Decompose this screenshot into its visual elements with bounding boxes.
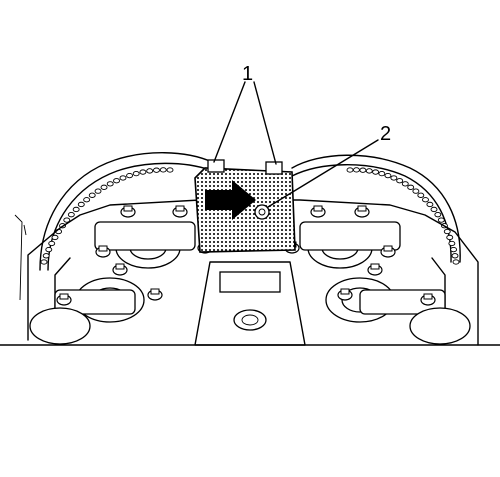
- callout-1: 1: [242, 63, 253, 85]
- center-plate: [194, 261, 306, 346]
- chain-link: [448, 240, 456, 247]
- bolt: [147, 288, 163, 301]
- chain-link: [417, 192, 425, 198]
- chain-link: [51, 234, 59, 241]
- chain-link: [83, 197, 91, 203]
- chain-link: [48, 240, 56, 247]
- chain-link: [45, 246, 53, 253]
- chain-link: [106, 181, 114, 187]
- chain-link: [94, 188, 102, 194]
- chain-link: [390, 175, 398, 181]
- bolt: [310, 205, 326, 218]
- bolt: [172, 205, 188, 218]
- chain-link: [132, 170, 140, 177]
- chain-link: [67, 212, 75, 218]
- chain-link: [126, 172, 134, 179]
- leader-lines: [213, 81, 379, 208]
- chain-link: [422, 197, 429, 203]
- chain-link: [412, 188, 420, 194]
- chain-link: [443, 228, 451, 235]
- bolt: [420, 293, 436, 306]
- chain-link: [166, 167, 174, 173]
- chain-link: [153, 167, 160, 173]
- bolt: [337, 288, 353, 301]
- chain-link: [139, 169, 147, 175]
- chain-link: [365, 168, 373, 174]
- bolt: [354, 205, 370, 218]
- bolt: [56, 293, 72, 306]
- guide-pin-right: [265, 161, 283, 175]
- bolt: [112, 263, 128, 276]
- chain-link: [77, 201, 85, 208]
- chain-link: [40, 259, 48, 265]
- locking-bolt: [254, 204, 270, 220]
- chain-link: [353, 167, 360, 173]
- bolt: [95, 245, 111, 258]
- callout-2: 2: [380, 123, 391, 145]
- chain-link: [100, 184, 108, 190]
- chain-link: [359, 167, 367, 173]
- chain-link: [396, 178, 404, 184]
- bolt: [120, 205, 136, 218]
- chain-link: [346, 167, 354, 173]
- guide-pin-left: [207, 159, 225, 173]
- chain-link: [378, 170, 386, 177]
- chain-link: [446, 234, 454, 241]
- chain-link: [401, 181, 409, 187]
- chain-link: [437, 217, 445, 223]
- chain-link: [451, 253, 459, 259]
- chain-link: [372, 169, 380, 175]
- chain-link: [426, 201, 434, 208]
- bolt: [367, 263, 383, 276]
- chain-link: [146, 168, 154, 174]
- chain-link: [42, 253, 50, 259]
- chain-link: [450, 246, 458, 253]
- chain-link: [434, 212, 442, 218]
- chain-link: [452, 259, 460, 265]
- chain-link: [119, 175, 127, 181]
- chain-link: [63, 217, 71, 223]
- chain-link: [430, 206, 438, 213]
- timing-tool: [194, 159, 296, 253]
- arrow-right-icon: [205, 180, 256, 220]
- chain-link: [159, 167, 167, 173]
- chain-link: [88, 192, 96, 198]
- chain-link: [384, 172, 392, 179]
- camshaft-left: [29, 221, 196, 345]
- bolt: [380, 245, 396, 258]
- chain-link: [407, 184, 415, 190]
- chain-link: [113, 178, 120, 184]
- chain-link: [72, 206, 80, 213]
